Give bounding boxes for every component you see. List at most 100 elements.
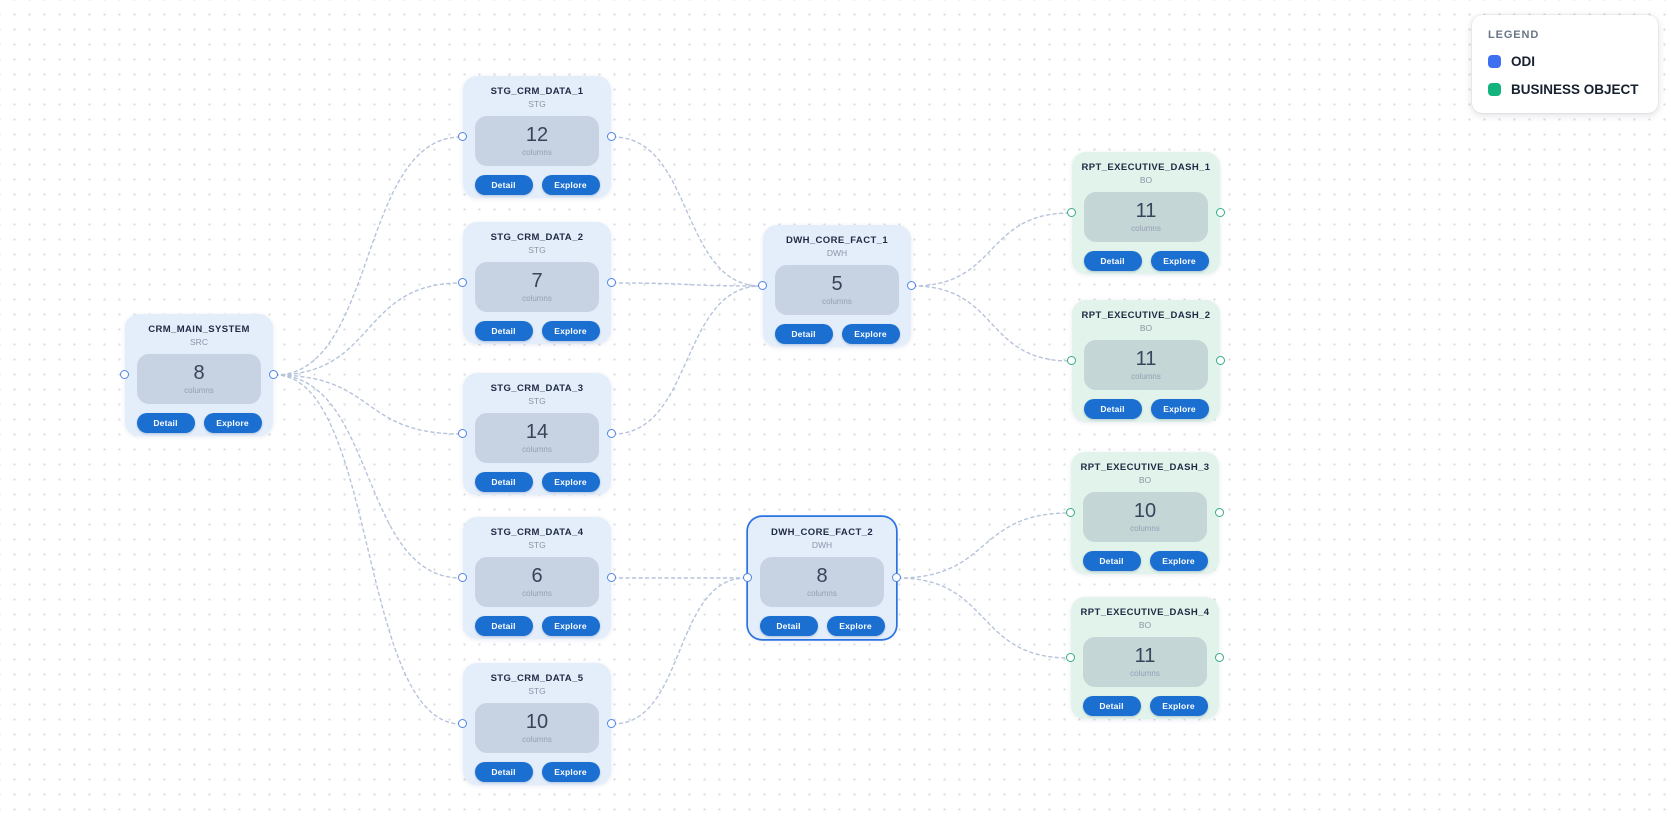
source-handle[interactable] [1215,508,1224,517]
legend-title: LEGEND [1488,29,1540,41]
target-handle[interactable] [1067,356,1076,365]
node-actions: Detail Explore [1072,251,1220,272]
node-type-label: BO [1139,175,1153,186]
columns-label: columns [1130,524,1160,534]
detail-button[interactable]: Detail [474,472,533,493]
legend-item-label: ODI [1511,54,1536,69]
target-handle[interactable] [458,573,467,582]
node-type-label: SRC [190,337,208,348]
detail-button[interactable]: Detail [474,762,533,783]
columns-label: columns [522,445,552,455]
node-type-label: STG [528,245,546,256]
source-handle[interactable] [607,132,616,141]
target-handle[interactable] [120,370,129,379]
lineage-edge [897,512,1070,579]
source-handle[interactable] [607,573,616,582]
target-handle[interactable] [458,429,467,438]
node-actions: Detail Explore [1072,399,1220,420]
detail-button[interactable]: Detail [474,321,533,342]
column-count: 7 [531,270,543,293]
source-handle[interactable] [1215,653,1224,662]
node-title: RPT_EXECUTIVE_DASH_2 [1081,310,1211,321]
source-handle[interactable] [892,573,901,582]
explore-button[interactable]: Explore [841,324,900,345]
detail-button[interactable]: Detail [1083,251,1142,272]
legend-item-business-object: BUSINESS OBJECT [1488,82,1642,97]
detail-button[interactable]: Detail [1082,551,1141,572]
detail-button[interactable]: Detail [474,175,533,196]
columns-label: columns [184,386,214,396]
target-handle[interactable] [743,573,752,582]
columns-label: columns [1131,224,1161,234]
target-handle[interactable] [458,719,467,728]
node-actions: Detail Explore [763,324,911,345]
explore-button[interactable]: Explore [1149,696,1208,717]
explore-button[interactable]: Explore [541,175,600,196]
explore-button[interactable]: Explore [541,616,600,637]
explore-button[interactable]: Explore [826,616,885,637]
explore-button[interactable]: Explore [1149,551,1208,572]
lineage-edge [612,136,762,287]
target-handle[interactable] [1066,653,1075,662]
source-handle[interactable] [607,719,616,728]
detail-button[interactable]: Detail [136,413,195,434]
column-count: 8 [816,565,828,588]
explore-button[interactable]: Explore [203,413,262,434]
source-handle[interactable] [269,370,278,379]
target-handle[interactable] [1066,508,1075,517]
columns-label: columns [522,294,552,304]
source-handle[interactable] [1216,208,1225,217]
node-type-label: STG [528,540,546,551]
target-handle[interactable] [458,278,467,287]
source-handle[interactable] [607,278,616,287]
detail-button[interactable]: Detail [1082,696,1141,717]
column-count: 10 [1133,500,1157,523]
column-count: 10 [525,711,549,734]
node-type-label: STG [528,396,546,407]
columns-label: columns [522,148,552,158]
detail-button[interactable]: Detail [1083,399,1142,420]
source-handle[interactable] [607,429,616,438]
node-type-label: BO [1138,475,1152,486]
column-count: 11 [1135,348,1157,371]
source-handle[interactable] [1216,356,1225,365]
explore-button[interactable]: Explore [541,762,600,783]
target-handle[interactable] [458,132,467,141]
lineage-edge [274,374,462,579]
detail-button[interactable]: Detail [474,616,533,637]
lineage-edge [274,374,462,435]
lineage-edge [274,282,462,376]
detail-button[interactable]: Detail [759,616,818,637]
explore-button[interactable]: Explore [541,472,600,493]
target-handle[interactable] [1067,208,1076,217]
explore-button[interactable]: Explore [541,321,600,342]
node-actions: Detail Explore [463,175,611,196]
node-title: RPT_EXECUTIVE_DASH_3 [1080,462,1210,473]
explore-button[interactable]: Explore [1150,251,1209,272]
detail-button[interactable]: Detail [774,324,833,345]
explore-button[interactable]: Explore [1150,399,1209,420]
source-handle[interactable] [907,281,916,290]
column-count: 11 [1135,200,1157,223]
target-handle[interactable] [758,281,767,290]
node-title: CRM_MAIN_SYSTEM [148,324,250,335]
node-type-label: STG [528,686,546,697]
